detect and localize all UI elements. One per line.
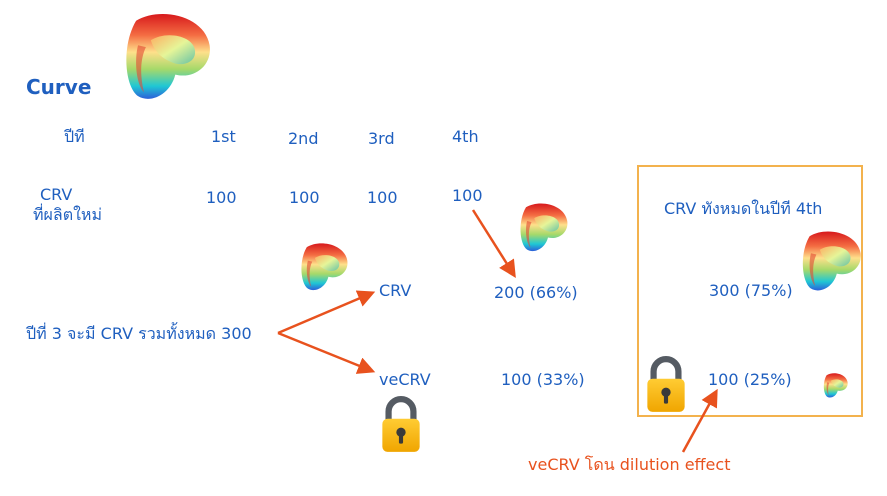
- box-title: CRV ทังหมดในปีที 4th: [664, 199, 823, 218]
- supply-value-1: 100: [206, 188, 237, 207]
- arrow-to-vecrv: [277, 331, 376, 374]
- year-4-label: 4th: [452, 127, 479, 146]
- supply-label-sub: ที่ผลิตใหม่: [33, 205, 103, 224]
- box-vecrv-value: 100 (25%): [708, 370, 792, 389]
- year-2-label: 2nd: [288, 129, 319, 148]
- supply-value-4: 100: [452, 186, 483, 205]
- box-crv-value: 300 (75%): [709, 281, 793, 300]
- dilution-note: veCRV โดน dilution effect: [528, 455, 731, 474]
- vecrv-label: veCRV: [379, 370, 431, 389]
- year4-crv-value: 200 (66%): [494, 283, 578, 302]
- year4-total-box: [637, 165, 863, 417]
- supply-label: CRV: [40, 185, 73, 204]
- crv-label: CRV: [379, 281, 412, 300]
- year-3-label: 3rd: [368, 129, 395, 148]
- supply-value-2: 100: [289, 188, 320, 207]
- supply-value-3: 100: [367, 188, 398, 207]
- year-1-label: 1st: [211, 127, 236, 146]
- arrow-to-crv: [277, 290, 376, 335]
- year4-vecrv-value: 100 (33%): [501, 370, 585, 389]
- page-title: Curve: [26, 75, 92, 99]
- arrow-to-box-vecrv: [681, 388, 718, 453]
- arrow-to-year4-crv: [471, 209, 516, 278]
- year3-total-label: ปีที่ 3 จะมี CRV รวมทั้งหมด 300: [26, 324, 252, 343]
- year-row-label: ปีที: [64, 127, 85, 146]
